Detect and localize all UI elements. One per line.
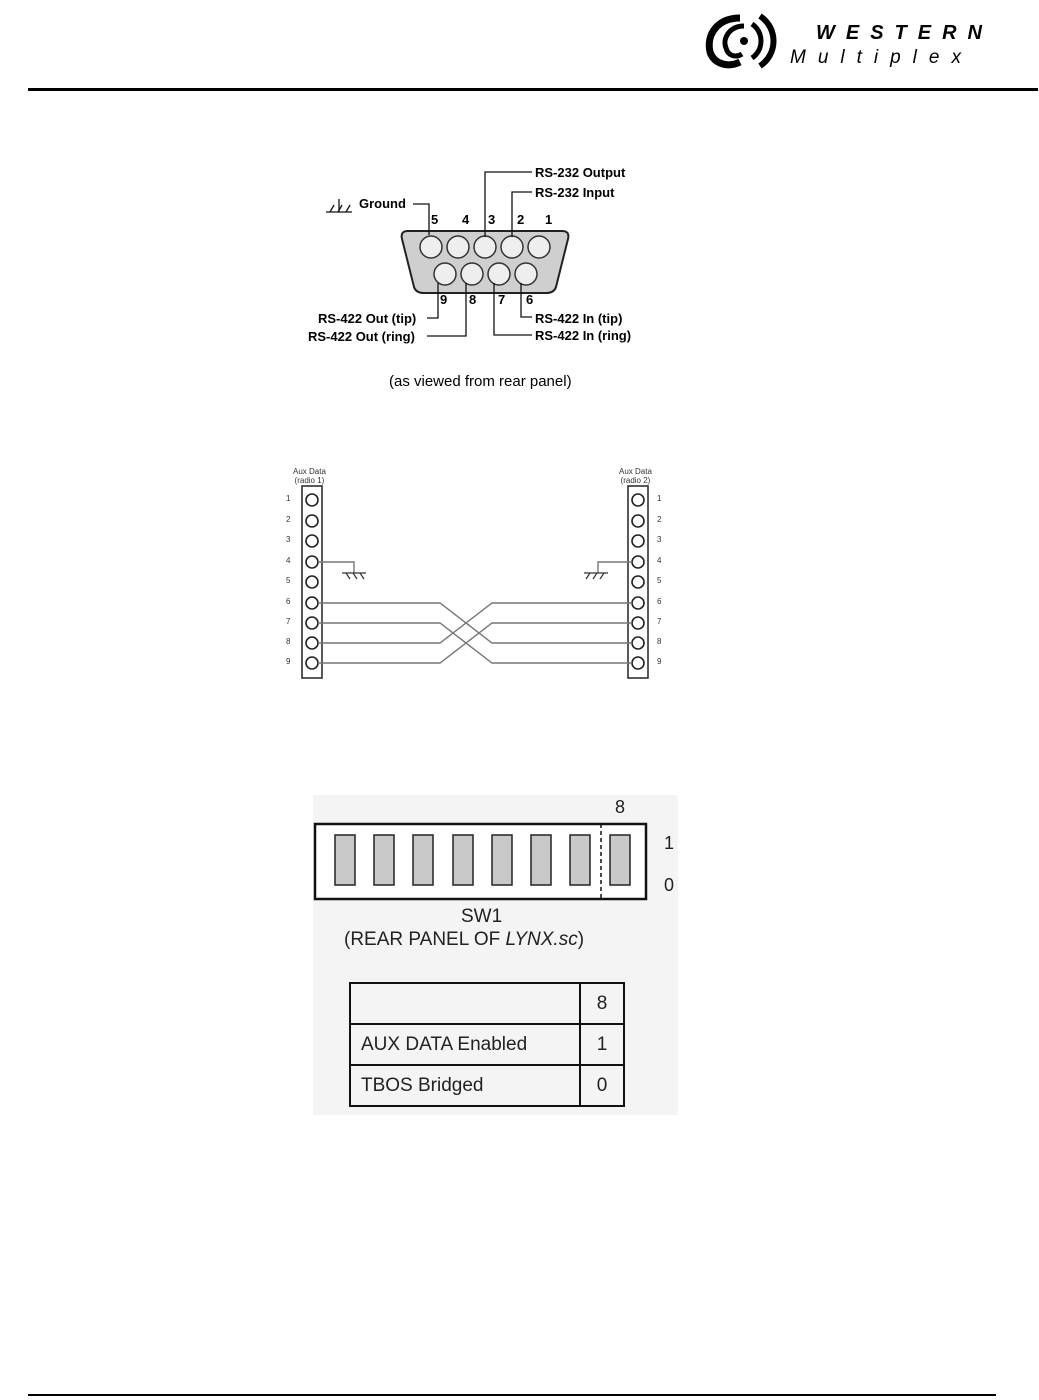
label-rs422-out-tip: RS-422 Out (tip)	[318, 311, 417, 326]
right-pin-number: 2	[657, 515, 662, 524]
left-pin-number: 1	[286, 494, 291, 503]
pin-hole-5	[419, 235, 443, 259]
switch-toggle-1	[334, 834, 356, 886]
label-rs422-out-ring: RS-422 Out (ring)	[308, 329, 415, 344]
pin-label-4: 4	[462, 212, 470, 227]
pin-label-1: 1	[545, 212, 553, 227]
header-rule	[28, 88, 1038, 91]
aux-data-wiring-diagram	[301, 485, 649, 679]
switch-toggle-5	[491, 834, 513, 886]
right-pin-number: 3	[657, 535, 662, 544]
product-name: LYNX.sc	[505, 929, 578, 950]
right-pin-number: 7	[657, 617, 662, 626]
pin-hole-3	[473, 235, 497, 259]
switch-name: SW1	[461, 906, 503, 927]
pin-hole-7	[487, 262, 511, 286]
label-rs422-in-ring: RS-422 In (ring)	[535, 328, 632, 343]
switch-state-on: 1	[664, 833, 675, 853]
table-header-cell: 8	[579, 982, 625, 1025]
db9-connector-diagram	[326, 171, 570, 337]
left-pin-number: 4	[286, 556, 291, 565]
right-pin-number: 6	[657, 597, 662, 606]
pin-label-8: 8	[469, 292, 477, 307]
right-pin-number: 8	[657, 637, 662, 646]
left-pin-number: 7	[286, 617, 291, 626]
table-header-row: 8	[349, 982, 625, 1025]
pin-label-3: 3	[488, 212, 496, 227]
switch-setting-table: 8 AUX DATA Enabled 1 TBOS Bridged 0	[349, 982, 625, 1107]
left-pin-number: 9	[286, 657, 291, 666]
logo-word-multiplex: Multiplex	[790, 47, 973, 68]
pin-hole-6	[514, 262, 538, 286]
switch-toggle-3	[412, 834, 434, 886]
switch-position-label: 8	[615, 797, 626, 817]
label-rs232-input: RS-232 Input	[535, 185, 615, 200]
label-rs232-output: RS-232 Output	[535, 165, 626, 180]
pin-hole-4	[446, 235, 470, 259]
table-cell: 1	[579, 1023, 625, 1066]
pin-label-5: 5	[431, 212, 439, 227]
table-cell: AUX DATA Enabled	[349, 1023, 581, 1066]
footer-rule	[28, 1394, 996, 1396]
sw1-dip-switch	[313, 822, 648, 901]
logo-mark-icon	[705, 13, 777, 69]
table-row: AUX DATA Enabled 1	[349, 1023, 625, 1066]
pin-hole-8	[460, 262, 484, 286]
table-header-cell	[349, 982, 581, 1025]
switch-toggle-2	[373, 834, 395, 886]
pin-label-7: 7	[498, 292, 506, 307]
table-cell: TBOS Bridged	[349, 1064, 581, 1107]
switch-toggle-8	[609, 834, 631, 886]
table-row: TBOS Bridged 0	[349, 1064, 625, 1107]
pin-label-9: 9	[440, 292, 448, 307]
right-pin-number: 1	[657, 494, 662, 503]
right-ground-icon	[584, 572, 608, 580]
left-pin-number: 3	[286, 535, 291, 544]
pin-hole-2	[500, 235, 524, 259]
left-block-title: Aux Data (radio 1)	[293, 467, 326, 485]
switch-state-off: 0	[664, 875, 675, 895]
switch-toggle-4	[452, 834, 474, 886]
label-ground: Ground	[359, 196, 406, 211]
left-ground-icon	[342, 572, 366, 580]
switch-caption: (REAR PANEL OF LYNX.sc)	[344, 929, 585, 950]
right-pin-number: 5	[657, 576, 662, 585]
right-block-title: Aux Data (radio 2)	[619, 467, 652, 485]
logo-word-western: WESTERN	[816, 22, 993, 44]
switch-toggle-6	[530, 834, 552, 886]
left-pin-number: 6	[286, 597, 291, 606]
left-pin-number: 2	[286, 515, 291, 524]
pin-label-2: 2	[517, 212, 525, 227]
ground-icon	[326, 199, 352, 213]
switch-toggle-7	[569, 834, 591, 886]
pin-label-6: 6	[526, 292, 534, 307]
label-rs422-in-tip: RS-422 In (tip)	[535, 311, 623, 326]
pin-hole-9	[433, 262, 457, 286]
right-pin-number: 4	[657, 556, 662, 565]
pin-hole-1	[527, 235, 551, 259]
left-pin-number: 8	[286, 637, 291, 646]
right-pin-number: 9	[657, 657, 662, 666]
table-cell: 0	[579, 1064, 625, 1107]
logo	[700, 10, 1030, 70]
left-pin-number: 5	[286, 576, 291, 585]
connector-caption: (as viewed from rear panel)	[389, 373, 572, 390]
